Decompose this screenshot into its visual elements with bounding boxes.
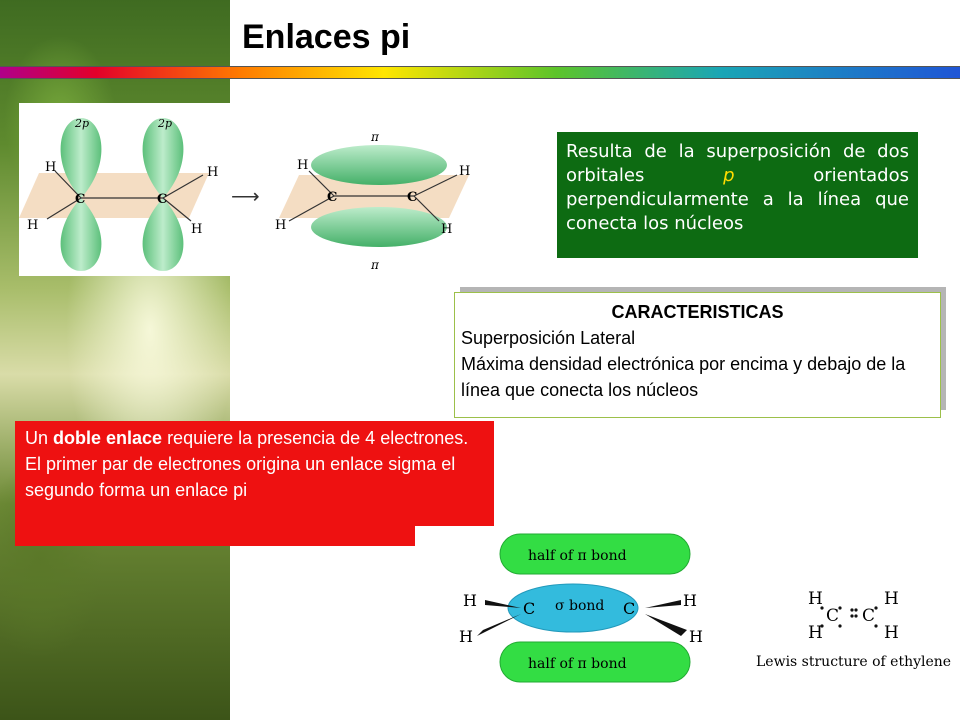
atom-h: H: [808, 623, 823, 643]
rainbow-divider: [0, 66, 960, 79]
definition-box: Resulta de la superposición de dos orbit…: [557, 132, 918, 258]
atom-h: H: [884, 589, 899, 609]
double-bond-text: Un: [25, 428, 54, 448]
definition-p-symbol: p: [723, 165, 735, 186]
wedge-bond: [645, 600, 681, 608]
atom-c: C: [862, 606, 875, 626]
lewis-structure: H H C C H H Lewis structure of ethylene: [756, 589, 951, 670]
definition-text: orientados perpendicularmente a la línea…: [566, 165, 909, 234]
half-pi-bond-lower: [499, 641, 691, 683]
reaction-arrow: ⟶: [231, 186, 260, 208]
atom-h: H: [275, 218, 286, 233]
atom-c: C: [157, 192, 167, 207]
label-sigma-bond: σ bond: [555, 598, 604, 614]
wedge-bond: [477, 614, 521, 636]
label-2p-left: 2p: [74, 117, 89, 130]
double-bond-text: requiere la presencia de 4 electrones. E…: [25, 428, 469, 500]
p-orbital-left-lower: [60, 198, 102, 271]
label-pi-bottom: π: [370, 258, 380, 272]
lewis-electron-dots: [820, 606, 878, 628]
atom-h: H: [683, 591, 697, 610]
atom-c: C: [623, 599, 635, 618]
atom-h: H: [459, 627, 473, 646]
double-bond-box-tail: [15, 524, 415, 546]
sigma-bond-lobe: [507, 583, 639, 633]
p-orbital-right-lower: [142, 198, 184, 271]
lewis-caption: Lewis structure of ethylene: [756, 654, 951, 670]
atom-c: C: [75, 192, 85, 207]
definition-text: Resulta de la superposición de dos orbit…: [566, 141, 909, 186]
label-pi-top: π: [370, 130, 380, 144]
atom-h: H: [441, 222, 452, 237]
characteristics-heading: CARACTERISTICAS: [611, 302, 784, 322]
atom-h: H: [297, 158, 308, 173]
pi-lobe-lower: [311, 207, 447, 247]
characteristics-box: CARACTERISTICAS Superposición Lateral Má…: [454, 292, 941, 418]
atom-h: H: [207, 165, 218, 180]
pi-lobe-upper: [311, 145, 447, 185]
molecular-plane-left: [19, 173, 209, 218]
double-bond-box: Un doble enlace requiere la presencia de…: [15, 421, 494, 526]
slide-corner-mark: [876, 688, 886, 698]
label-half-pi-bottom: half of π bond: [528, 656, 627, 672]
half-pi-bond-upper: [499, 533, 691, 575]
characteristics-line: Máxima densidad electrónica por encima y…: [461, 354, 906, 400]
atom-h: H: [884, 623, 899, 643]
atom-h: H: [459, 164, 470, 179]
atom-c: C: [407, 190, 417, 205]
atom-h: H: [689, 627, 703, 646]
slide-title: Enlaces pi: [242, 18, 411, 56]
p-orbital-right-upper: [142, 118, 184, 198]
atom-c: C: [826, 606, 839, 626]
double-bond-term: doble enlace: [53, 428, 163, 448]
wedge-bond: [645, 614, 687, 636]
wedge-bond: [485, 600, 521, 608]
atom-h: H: [463, 591, 477, 610]
title-band: [230, 0, 960, 66]
atom-h: H: [191, 222, 202, 237]
atom-h: H: [27, 218, 38, 233]
atom-h: H: [45, 160, 56, 175]
atom-c: C: [523, 599, 535, 618]
label-2p-right: 2p: [157, 117, 172, 130]
atom-c: C: [327, 190, 337, 205]
pi-orbital-formation-diagram: 2p 2p H H C C H H ⟶ π π H H C C H H: [19, 103, 479, 276]
p-orbital-left-upper: [60, 118, 102, 198]
characteristics-line: Superposición Lateral: [461, 328, 636, 348]
sigma-pi-bond-diagram: half of π bond σ bond half of π bond C C…: [459, 533, 703, 683]
label-half-pi-top: half of π bond: [528, 548, 627, 564]
atom-h: H: [808, 589, 823, 609]
